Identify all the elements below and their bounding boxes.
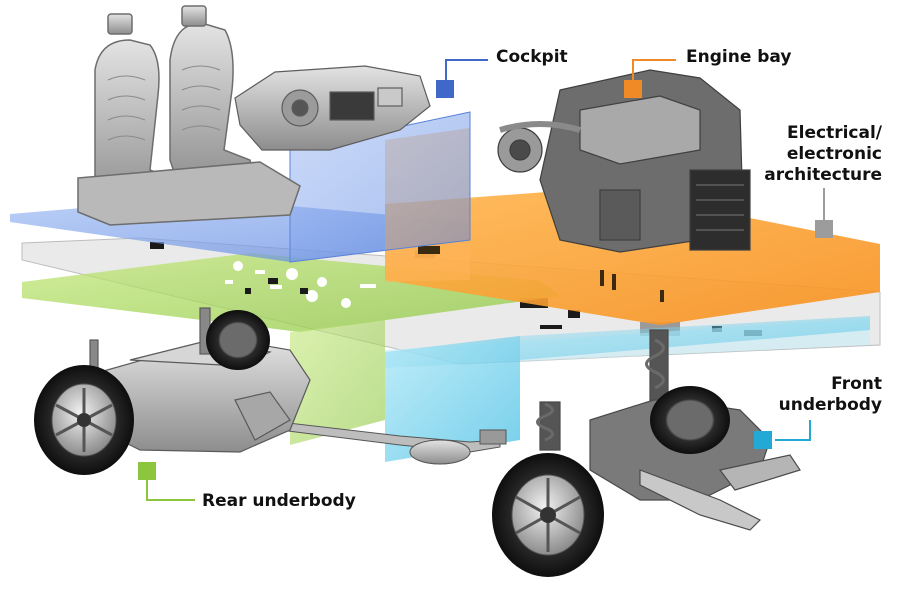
green-plane-marks: [225, 261, 376, 308]
front-left-wheel: [492, 453, 604, 577]
electrical-label-line-1: Electrical/: [787, 123, 882, 143]
electrical-marker: [815, 220, 833, 238]
electrical-label-line-2: electronic: [786, 144, 882, 164]
cockpit-label: Cockpit: [496, 47, 568, 67]
engine-illustration: [497, 69, 751, 253]
exhaust-illustration: [279, 421, 507, 465]
rear-underbody-vertical-plane: [290, 320, 385, 445]
front-right-wheel: [650, 386, 730, 454]
front-underbody-label: Front underbody: [762, 374, 882, 416]
rear-right-wheel: [206, 310, 270, 370]
front-underbody-marker: [754, 431, 772, 449]
rear-underbody-callout: [138, 462, 195, 501]
dashboard-illustration: [234, 65, 431, 151]
cockpit-callout: [436, 59, 488, 98]
engine-plane-marks: [418, 246, 664, 302]
front-underbody-label-line-2: underbody: [778, 395, 882, 415]
front-underbody-callout: [754, 420, 811, 449]
engine-bay-callout: [624, 59, 676, 98]
rear-underbody-label: Rear underbody: [202, 491, 356, 511]
electrical-callout: [815, 188, 833, 238]
electrical-label-line-3: architecture: [764, 165, 882, 185]
seats-illustration: [77, 5, 301, 226]
electrical-label: Electrical/ electronic architecture: [732, 123, 882, 186]
front-underbody-label-line-1: Front: [831, 374, 882, 394]
engine-bay-marker: [624, 80, 642, 98]
rear-underbody-marker: [138, 462, 156, 480]
cockpit-vertical-plane: [289, 111, 471, 263]
engine-bay-label: Engine bay: [686, 47, 792, 67]
cockpit-marker: [436, 80, 454, 98]
rear-left-wheel: [34, 365, 134, 475]
